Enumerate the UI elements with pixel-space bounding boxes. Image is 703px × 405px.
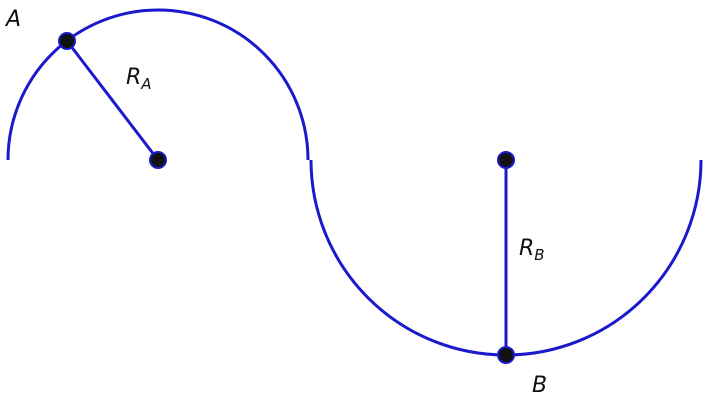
center-b: [497, 151, 515, 169]
center-a: [149, 151, 167, 169]
label-radius-a-sub: A: [140, 75, 151, 93]
point-a: [58, 32, 76, 50]
point-b: [497, 346, 515, 364]
label-radius-a-main: R: [126, 65, 141, 90]
label-radius-b-sub: B: [534, 246, 544, 264]
label-point-b: B: [532, 373, 547, 398]
label-radius-a: RA: [126, 65, 152, 93]
label-point-a: A: [4, 7, 21, 32]
label-radius-b: RB: [519, 236, 545, 264]
label-radius-b-main: R: [519, 236, 534, 261]
radius-a-line: [65, 40, 160, 161]
arc-a: [6, 8, 310, 161]
